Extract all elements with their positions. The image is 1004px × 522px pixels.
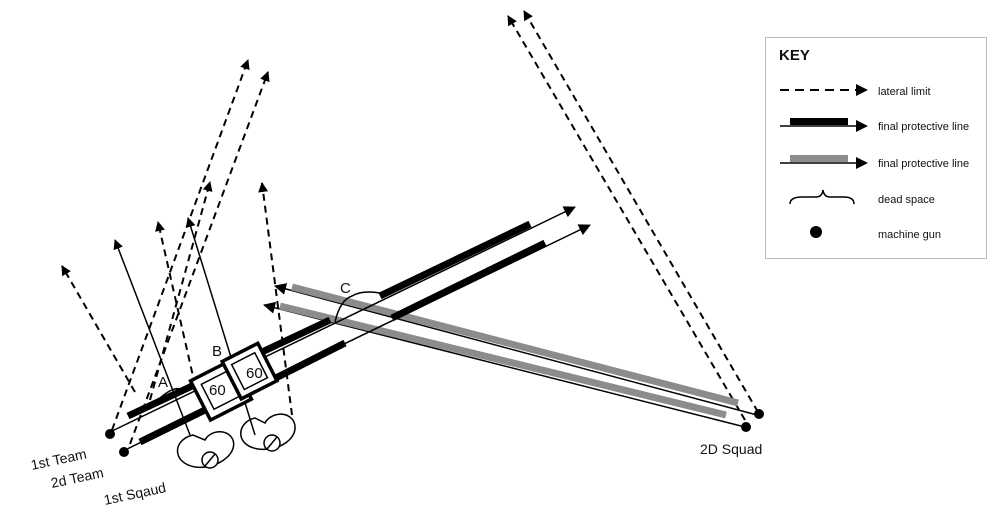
fpl-black-band — [138, 406, 207, 446]
gun-label-right: 60 — [246, 365, 263, 382]
fpl-black-line — [109, 206, 576, 433]
machine-gun-dot — [754, 409, 764, 419]
second-squad-label: 2D Squad — [700, 441, 762, 457]
point-label-a: A — [158, 374, 168, 391]
fpl-gray-band — [279, 302, 727, 419]
lateral-limit-icon — [780, 84, 868, 96]
machine-gun-dot — [741, 422, 751, 432]
squad-leader-icon — [263, 434, 281, 452]
lateral-limit-line — [149, 181, 213, 401]
dead-space-brace-icon — [789, 189, 855, 205]
key-label-lateral-limit: lateral limit — [878, 86, 931, 98]
fpl-gray-line — [274, 283, 758, 416]
point-label-b: B — [212, 343, 222, 360]
fpl-gray-icon — [780, 155, 868, 169]
machine-gun-dot — [119, 447, 129, 457]
first-squad-symbols — [176, 413, 296, 469]
key-label-machine-gun: machine gun — [878, 229, 941, 241]
gun-label-left: 60 — [209, 382, 226, 399]
lateral-limit-line — [129, 71, 270, 445]
lateral-limit-line — [111, 59, 250, 431]
key-legend: KEY lateral limit final protective line … — [765, 37, 987, 259]
second-team-label: 2d Team — [49, 464, 105, 491]
key-title: KEY — [779, 47, 810, 64]
lateral-limit-line — [258, 182, 293, 416]
key-label-fpl-black: final protective line — [878, 121, 970, 133]
first-squad-label: 1st Sqaud — [102, 479, 167, 508]
lateral-limit-line — [61, 265, 136, 393]
key-row-dead-space: dead space — [766, 186, 986, 216]
key-row-fpl-gray: final protective line — [766, 150, 986, 180]
sector-line — [113, 239, 191, 436]
gun-position-right — [219, 340, 280, 402]
fpl-gray-group — [263, 283, 758, 428]
fpl-black-icon — [780, 118, 868, 132]
squad-loop-right — [240, 413, 296, 451]
fpl-black-band — [390, 239, 547, 322]
lateral-limit-line — [523, 10, 759, 413]
machine-gun-dot — [105, 429, 115, 439]
dead-space-brace-c — [334, 291, 381, 323]
gun-emplacements: 60 60 — [188, 340, 280, 423]
key-row-machine-gun: machine gun — [766, 221, 986, 251]
key-row-lateral-limit: lateral limit — [766, 78, 986, 108]
key-label-dead-space: dead space — [878, 194, 935, 206]
fpl-gray-band — [291, 283, 739, 407]
lateral-limit-line — [155, 221, 196, 386]
machine-gun-icon — [810, 226, 822, 238]
fpl-black-band — [260, 316, 332, 356]
squad-leader-icon — [201, 451, 219, 469]
key-row-fpl-black: final protective line — [766, 113, 986, 143]
key-label-fpl-gray: final protective line — [878, 158, 970, 170]
fpl-black-band — [378, 220, 532, 300]
lateral-limits — [61, 10, 759, 445]
fpl-black-group — [109, 206, 591, 451]
point-label-c: C — [340, 280, 351, 297]
lateral-limit-line — [507, 15, 746, 421]
machine-guns — [105, 409, 764, 457]
squad-loop-left — [176, 431, 235, 469]
fpl-gray-line — [263, 301, 746, 428]
